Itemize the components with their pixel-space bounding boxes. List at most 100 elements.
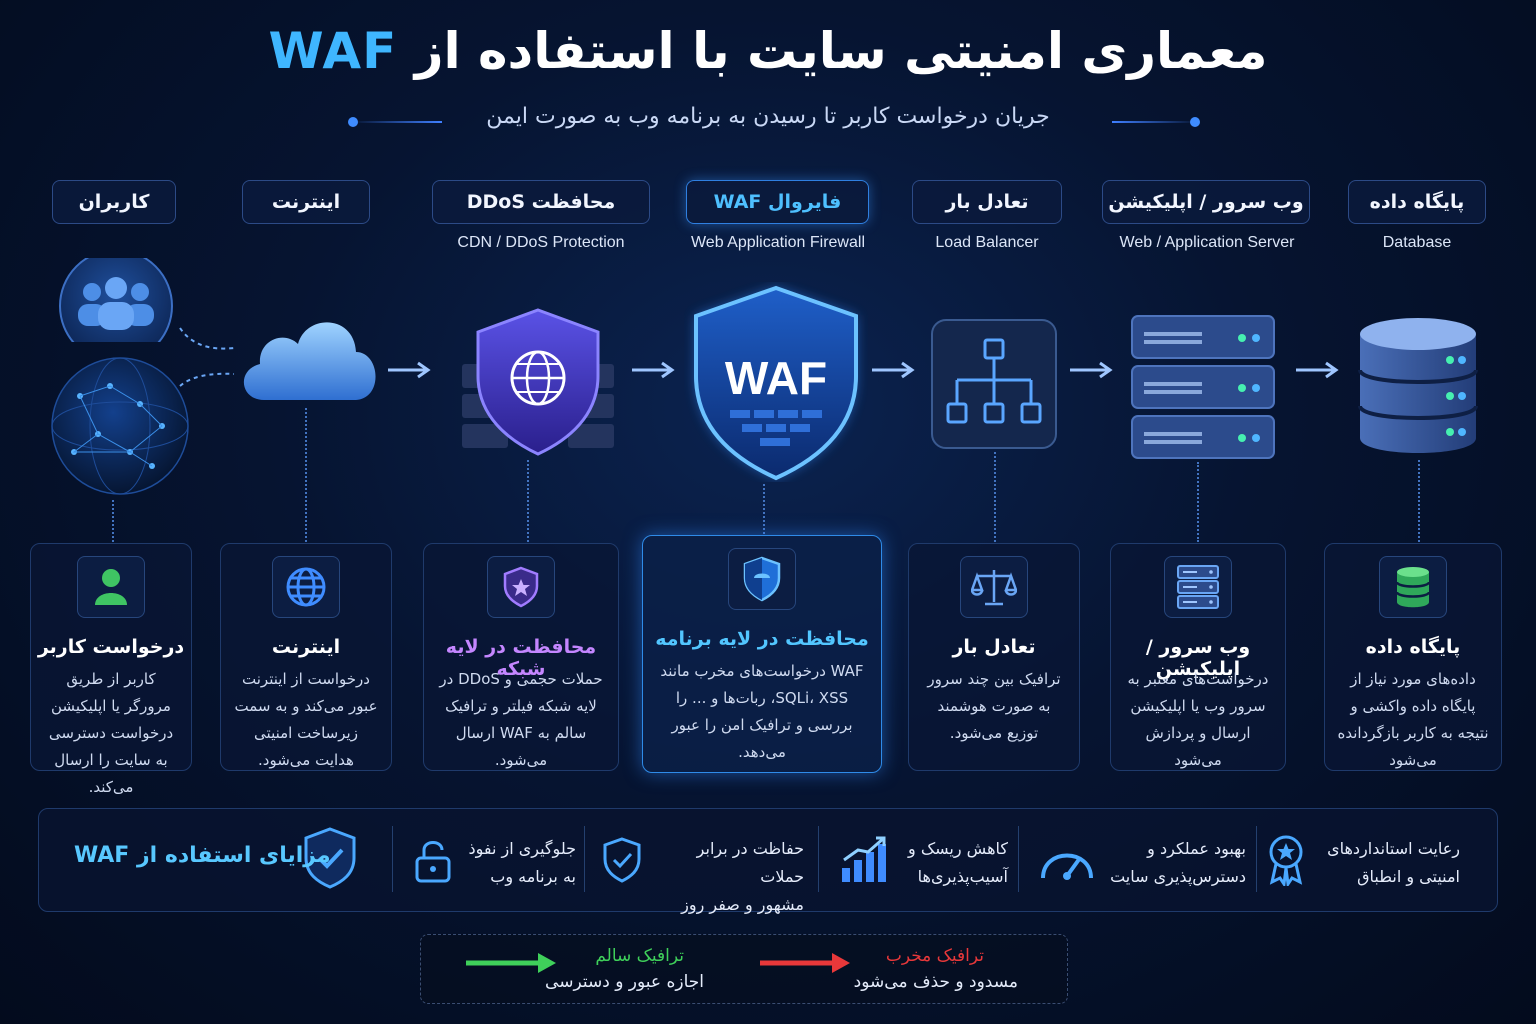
stage-en-ddos: CDN / DDoS Protection (457, 234, 625, 251)
subtitle-line-right (1112, 121, 1198, 123)
card-user-request: درخواست کاربر کاربر از طریق مرورگر یا اپ… (30, 543, 192, 796)
users-to-cloud-connector (179, 327, 235, 387)
ddos-shield-icon (462, 308, 614, 456)
subtitle: جریان درخواست کاربر تا رسیدن به برنامه و… (486, 104, 1050, 129)
card-web-server: وب سرور / اپلیکیشن درخواست‌های معتبر به … (1110, 543, 1286, 771)
subtitle-dot-right (1190, 117, 1200, 127)
traffic-legend (420, 934, 1068, 1004)
stage-en-db: Database (1382, 234, 1452, 251)
benefit-line: به برنامه وب (490, 867, 576, 886)
benefit-line: جلوگیری از نفوذ (468, 839, 576, 858)
stage-label-db: پایگاه داده (1348, 180, 1486, 224)
divider (818, 826, 819, 892)
shield-check-large-icon (304, 827, 356, 889)
good-traffic-desc: اجازه عبور و دسترسی (545, 972, 704, 992)
database-icon (1358, 318, 1478, 453)
connector-line-2 (305, 408, 307, 542)
title-text: معماری امنیتی سایت با استفاده از (414, 22, 1268, 80)
benefit-3: کاهش ریسک و آسیب‌پذیری‌ها (898, 835, 1008, 891)
benefit-line: دسترس‌پذیری سایت (1110, 867, 1246, 886)
shield-star-icon (487, 556, 555, 618)
flow-arrow-2 (632, 361, 675, 379)
good-traffic-arrow (466, 953, 556, 973)
card-title: اینترنت (271, 636, 341, 658)
globe-network-icon (51, 357, 189, 495)
page-title: معماری امنیتی سایت با استفاده از WAF (0, 22, 1536, 80)
bad-traffic-arrow (760, 953, 850, 973)
cloud-icon (243, 322, 376, 400)
benefit-2: حفاظت در برابر حملات مشهور و صفر روز (648, 835, 804, 919)
divider (584, 826, 585, 892)
good-traffic-title: ترافیک سالم (595, 946, 684, 966)
subtitle-dot-left (348, 117, 358, 127)
database-small-icon (1379, 556, 1447, 618)
flow-arrow-4 (1070, 361, 1113, 379)
benefits-title: مزایای استفاده از WAF (74, 843, 331, 868)
card-title: محافظت در لایه برنامه (655, 628, 869, 650)
connector-line-7 (1418, 460, 1420, 542)
benefit-line: امنیتی و انطباق (1357, 867, 1460, 886)
connector-line-1 (112, 500, 114, 542)
stage-label-users: کاربران (52, 180, 176, 224)
flow-arrow-5 (1296, 361, 1339, 379)
card-title: پایگاه داده (1365, 636, 1461, 658)
benefit-4: بهبود عملکرد و دسترس‌پذیری سایت (1100, 835, 1246, 891)
stage-en-lb: Load Balancer (935, 234, 1039, 251)
benefit-5: رعایت استانداردهای امنیتی و انطباق (1312, 835, 1460, 891)
benefit-line: رعایت استانداردهای (1327, 839, 1460, 858)
divider (1256, 826, 1257, 892)
stage-label-ddos: محافظت DDoS (432, 180, 650, 224)
connector-line-6 (1197, 462, 1199, 542)
server-icon (1131, 315, 1275, 459)
flow-arrow-1 (388, 361, 431, 379)
card-desc: حملات حجمی و DDoS در لایه شبکه فیلتر و ت… (439, 670, 603, 769)
benefit-line: کاهش ریسک و (908, 839, 1008, 858)
user-icon (77, 556, 145, 618)
stage-en-server: Web / Application Server (1119, 234, 1295, 251)
users-icon (59, 258, 173, 342)
stage-label-server: وب سرور / اپلیکیشن (1102, 180, 1310, 224)
card-desc: درخواست‌های معتبر به سرور وب یا اپلیکیشن… (1127, 670, 1269, 769)
bad-traffic-desc: مسدود و حذف می‌شود (853, 972, 1018, 992)
stage-en-waf: Web Application Firewall (690, 234, 865, 251)
benefit-line: حفاظت در برابر حملات (696, 839, 804, 886)
waf-shield-label: WAF (725, 352, 827, 404)
card-title: درخواست کاربر (37, 636, 185, 658)
title-highlight: WAF (268, 22, 398, 80)
benefit-line: بهبود عملکرد و (1147, 839, 1246, 858)
card-desc: ترافیک بین چند سرور به صورت هوشمند توزیع… (927, 670, 1061, 742)
benefits-panel (38, 808, 1498, 912)
connector-line-4 (763, 484, 765, 534)
gauge-icon (1041, 853, 1093, 880)
stage-label-internet: اینترنت (242, 180, 370, 224)
card-desc: داده‌های مورد نیاز از پایگاه داده واکشی … (1337, 670, 1489, 769)
subtitle-line-left (352, 121, 442, 123)
stage-label-lb: تعادل بار (912, 180, 1062, 224)
card-internet: اینترنت درخواست از اینترنت عبور می‌کند و… (220, 543, 392, 771)
benefit-1: جلوگیری از نفوذ به برنامه وب (458, 835, 576, 891)
chart-up-icon (842, 836, 886, 882)
card-title: محافظت در لایه شبکه (445, 636, 597, 680)
connector-line-3 (527, 460, 529, 542)
divider (1018, 826, 1019, 892)
server-small-icon (1164, 556, 1232, 618)
card-title: وب سرور / اپلیکیشن (1145, 636, 1251, 680)
benefit-line: آسیب‌پذیری‌ها (917, 867, 1008, 886)
card-title: تعادل بار (952, 636, 1036, 658)
globe-icon (272, 556, 340, 618)
card-application-protection: محافظت در لایه برنامه WAF درخواست‌های مخ… (642, 535, 882, 773)
load-balancer-icon (931, 319, 1057, 449)
bad-traffic-title: ترافیک مخرب (885, 946, 984, 966)
card-network-protection: محافظت در لایه شبکه حملات حجمی و DDoS در… (423, 543, 619, 771)
badge-icon (1269, 835, 1303, 886)
shield-waf-icon (728, 548, 796, 610)
shield-check-icon (603, 837, 641, 883)
benefit-line: مشهور و صفر روز (681, 895, 804, 914)
connector-line-5 (994, 452, 996, 542)
card-load-balancing: تعادل بار ترافیک بین چند سرور به صورت هو… (908, 543, 1080, 771)
flow-arrow-3 (872, 361, 915, 379)
card-desc: درخواست از اینترنت عبور می‌کند و به سمت … (234, 670, 378, 769)
lock-icon (415, 841, 451, 883)
card-desc: WAF درخواست‌های مخرب مانند SQLi، XSS، رب… (660, 662, 864, 761)
card-database: پایگاه داده داده‌های مورد نیاز از پایگاه… (1324, 543, 1502, 771)
